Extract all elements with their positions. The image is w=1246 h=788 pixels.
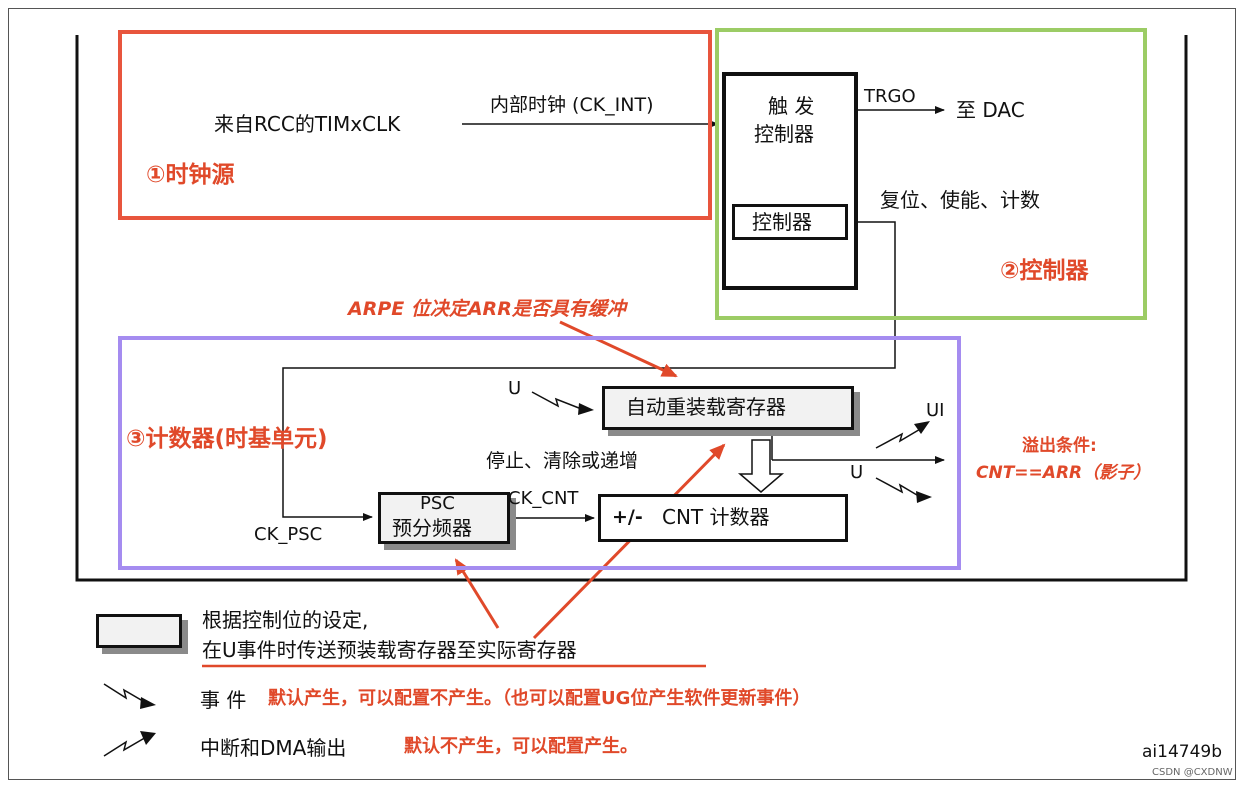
ck-cnt-label: CK_CNT bbox=[508, 488, 579, 509]
legend-interrupt-label: 中断和DMA输出 bbox=[200, 736, 347, 760]
controller-label: ②控制器 bbox=[1000, 258, 1089, 284]
ck-int-label: 内部时钟 (CK_INT) bbox=[490, 94, 654, 116]
legend-event-label: 事 件 bbox=[200, 688, 247, 712]
arpe-annotation: ARPE 位决定ARR是否具有缓冲 bbox=[348, 298, 626, 320]
legend-register-line2: 在U事件时传送预装载寄存器至实际寄存器 bbox=[202, 638, 577, 662]
auto-reload-register-block bbox=[602, 386, 854, 430]
interrupt-zigzag-icon bbox=[875, 421, 930, 449]
psc-prescaler-block bbox=[378, 492, 510, 544]
trigger-title-line2: 控制器 bbox=[754, 122, 814, 146]
diagram-frame bbox=[8, 8, 1236, 780]
timer-outline bbox=[75, 35, 1188, 582]
to-dac-label: 至 DAC bbox=[956, 98, 1025, 122]
ck-psc-label: CK_PSC bbox=[254, 524, 323, 545]
trigger-title-line1: 触 发 bbox=[768, 94, 815, 118]
u-output-label: U bbox=[850, 462, 864, 483]
auto-reload-register-label: 自动重装载寄存器 bbox=[626, 395, 786, 419]
psc-label: PSC bbox=[420, 493, 455, 514]
ui-output-label: UI bbox=[926, 400, 945, 421]
counter-label: ③计数器(时基单元) bbox=[126, 426, 328, 452]
overflow-condition-line2: CNT==ARR（影子） bbox=[976, 463, 1151, 483]
legend-event-note: 默认产生，可以配置不产生。（也可以配置UG位产生软件更新事件） bbox=[268, 688, 811, 709]
arpe-arrow bbox=[559, 320, 678, 378]
reset-enable-count-label: 复位、使能、计数 bbox=[880, 188, 1040, 212]
controller-inner-block bbox=[732, 204, 848, 240]
clock-source-label: ①时钟源 bbox=[146, 162, 235, 188]
figure-id: ai14749b bbox=[1142, 742, 1223, 762]
preload-transfer-arrow bbox=[737, 439, 785, 493]
controller-to-psc-wire bbox=[282, 221, 896, 521]
legend-register-line1: 根据控制位的设定, bbox=[202, 608, 369, 632]
counter-region bbox=[118, 336, 961, 570]
controller-inner-label: 控制器 bbox=[752, 210, 812, 234]
event-zigzag-icon bbox=[531, 391, 594, 415]
watermark: CSDN @CXDNW bbox=[1152, 767, 1233, 778]
overflow-condition-line1: 溢出条件: bbox=[1022, 436, 1097, 456]
cnt-counter-block bbox=[598, 494, 848, 542]
legend-interrupt-icon bbox=[103, 731, 156, 757]
legend-event-icon bbox=[103, 683, 156, 709]
u-in-label: U bbox=[508, 378, 522, 399]
stop-clear-label: 停止、清除或递增 bbox=[486, 450, 639, 472]
legend-interrupt-note: 默认不产生，可以配置产生。 bbox=[404, 736, 638, 757]
clock-source-region bbox=[118, 30, 712, 220]
controller-region bbox=[715, 28, 1147, 320]
event-out-zigzag-icon bbox=[875, 477, 932, 503]
rcc-clock-source-text: 来自RCC的TIMxCLK bbox=[214, 112, 401, 136]
legend-to-psc-arrow bbox=[454, 558, 500, 629]
cnt-counter-label: CNT 计数器 bbox=[662, 505, 770, 529]
legend-register-swatch bbox=[96, 614, 182, 648]
prescaler-label: 预分频器 bbox=[392, 516, 472, 540]
cnt-sign-label: +/- bbox=[612, 506, 643, 528]
trgo-label: TRGO bbox=[864, 86, 916, 107]
trigger-controller-block bbox=[722, 72, 858, 290]
